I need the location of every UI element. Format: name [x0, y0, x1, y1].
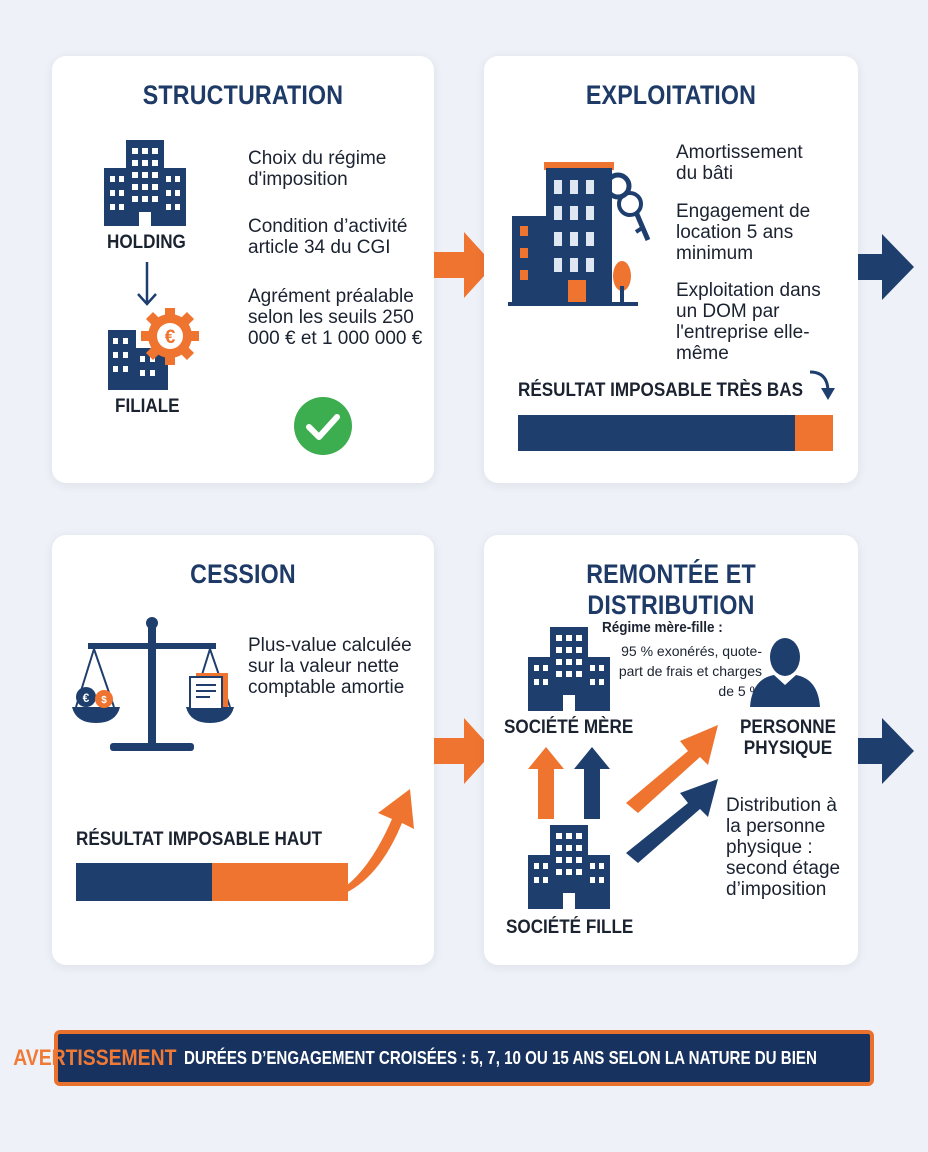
exploitation-result-label: RÉSULTAT IMPOSABLE TRÈS BAS	[518, 380, 804, 401]
svg-text:$: $	[101, 695, 107, 706]
arrow-diagonal-navy-icon	[626, 779, 718, 863]
flow-arrow-icon	[434, 232, 494, 298]
exploitation-result-bar-fill	[518, 415, 796, 451]
societe-fille-label: SOCIÉTÉ FILLE	[506, 917, 634, 938]
cession-result-bar	[76, 863, 348, 901]
structuration-title: STRUCTURATION	[142, 80, 344, 110]
structuration-item-2: Condition d’activité article 34 du CGI	[248, 216, 408, 258]
balance-scale-icon: € $	[72, 617, 234, 751]
personne-physique-label: PERSONNE PHYSIQUE	[740, 717, 836, 759]
exploitation-item-2: Engagement de location 5 ans minimum	[676, 201, 811, 264]
societe-mere-building-icon	[528, 627, 610, 711]
distribution-text: Distribution à la personne physique : se…	[726, 795, 841, 900]
filiale-label: FILIALE	[115, 396, 180, 417]
holding-building-icon	[104, 140, 186, 226]
regime-mere-fille-title: Régime mère-fille :	[602, 619, 723, 636]
growth-arrow-icon	[310, 789, 414, 901]
svg-text:€: €	[165, 327, 176, 348]
arrow-up-orange-icon	[528, 747, 564, 819]
cession-result-label: RÉSULTAT IMPOSABLE HAUT	[76, 829, 323, 850]
cession-title: CESSION	[190, 559, 296, 589]
cession-result-bar-fill	[76, 863, 212, 901]
check-icon	[294, 397, 352, 455]
flow-arrow-icon	[858, 234, 914, 300]
exploitation-result-bar	[518, 415, 833, 451]
structuration-item-3: Agrément préalable selon les seuils 250 …	[248, 286, 423, 349]
person-icon	[750, 638, 820, 707]
regime-mere-fille-text: 95 % exonérés, quote-part de frais et ch…	[618, 643, 762, 699]
flow-arrow-icon	[858, 718, 914, 784]
warning-banner: AVERTISSEMENT DURÉES D’ENGAGEMENT CROISÉ…	[13, 1030, 874, 1086]
exploitation-item-3: Exploitation dans un DOM par l'entrepris…	[676, 280, 821, 364]
holding-label: HOLDING	[107, 232, 186, 253]
exploitation-title: EXPLOITATION	[585, 80, 757, 110]
remontee-card: REMONTÉE ET DISTRIBUTION SOCIÉTÉ MÈRE Ré…	[484, 535, 858, 965]
structuration-item-1: Choix du régime d'imposition	[248, 148, 387, 190]
flow-arrow-icon	[434, 718, 494, 784]
remontee-title: REMONTÉE ET DISTRIBUTION	[586, 559, 756, 620]
exploitation-item-1: Amortissement du bâti	[676, 142, 803, 184]
exploitation-card: EXPLOITATION Amortissement du bâti Engag…	[484, 56, 858, 483]
warning-message: DURÉES D’ENGAGEMENT CROISÉES : 5, 7, 10 …	[183, 1047, 817, 1068]
holding-to-filiale-arrow-icon	[137, 262, 157, 306]
svg-text:€: €	[83, 691, 90, 705]
filiale-building-euro-gear-icon: €	[108, 308, 199, 390]
building-key-icon	[508, 162, 650, 306]
cession-card: CESSION € $ Plus-value calculée sur la v…	[52, 535, 434, 965]
curved-arrow-down-icon	[809, 370, 835, 400]
warning-label: AVERTISSEMENT	[12, 1045, 176, 1070]
arrow-up-navy-icon	[574, 747, 610, 819]
societe-fille-building-icon	[528, 825, 610, 909]
societe-mere-label: SOCIÉTÉ MÈRE	[504, 717, 634, 738]
arrow-diagonal-orange-icon	[626, 725, 718, 813]
cession-item-1: Plus-value calculée sur la valeur nette …	[248, 635, 412, 698]
structuration-card: STRUCTURATION HOLDING	[52, 56, 434, 483]
